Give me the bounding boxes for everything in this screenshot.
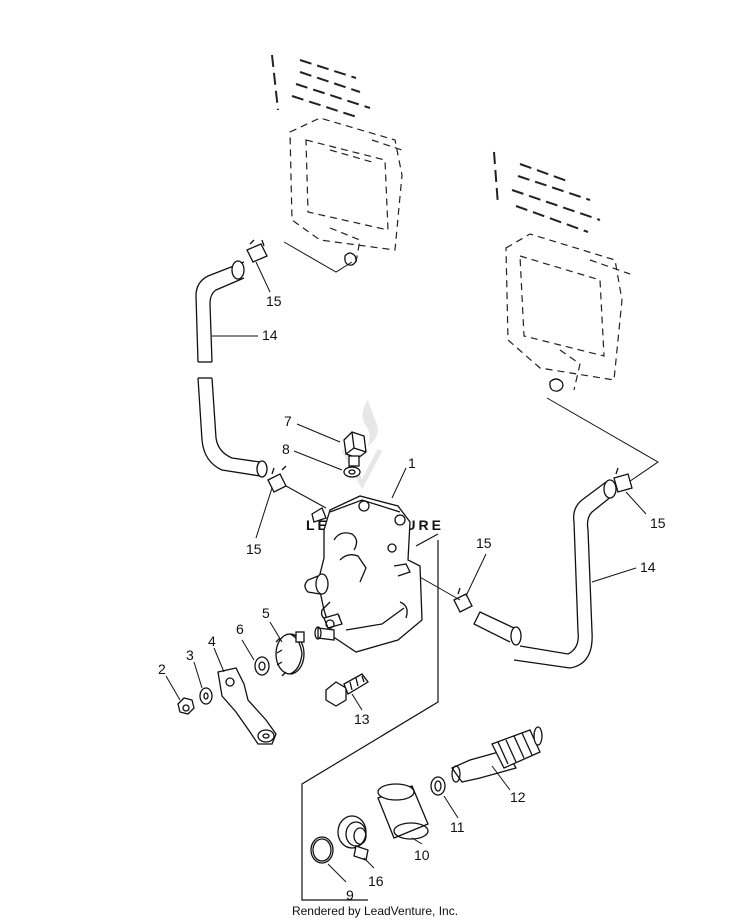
callout-12: 12 — [510, 789, 526, 805]
oil-hose-left — [195, 260, 268, 478]
engine-ghost-right — [493, 151, 631, 392]
callout-7: 7 — [284, 413, 292, 429]
callout-8: 8 — [282, 441, 290, 457]
bushing-sleeve — [377, 783, 429, 840]
callout-15-top-left: 15 — [266, 293, 282, 309]
leader-lines — [165, 261, 647, 883]
callout-14-left: 14 — [262, 327, 278, 343]
callout-11: 11 — [450, 819, 465, 835]
engine-ghost-left — [271, 54, 403, 266]
hose-clamp-right — [613, 467, 633, 493]
callout-9: 9 — [346, 887, 354, 903]
oil-hose-right — [473, 479, 617, 669]
callout-16: 16 — [368, 873, 384, 889]
o-ring-large — [310, 836, 334, 864]
callout-14-right: 14 — [640, 559, 656, 575]
shaft-washer — [254, 656, 270, 676]
callout-10: 10 — [414, 847, 430, 863]
hose-clamp-mid-left — [267, 465, 287, 493]
callout-5: 5 — [262, 605, 270, 621]
callout-6: 6 — [236, 621, 244, 637]
nut — [177, 697, 195, 715]
oil-pump-body — [304, 495, 423, 653]
banjo-bolt — [343, 431, 367, 467]
callout-4: 4 — [208, 633, 216, 649]
callout-15-mid-left: 15 — [246, 541, 262, 557]
callout-13: 13 — [354, 711, 370, 727]
drive-gear — [275, 631, 305, 677]
hose-clamp-center — [453, 587, 473, 613]
driven-gear — [337, 815, 369, 861]
mounting-bolt — [325, 673, 369, 707]
pump-control-arm — [217, 667, 277, 745]
lock-washer — [199, 687, 213, 705]
drive-shaft — [451, 726, 543, 783]
callout-3: 3 — [186, 647, 194, 663]
callout-15-right: 15 — [650, 515, 666, 531]
sealing-washer — [343, 466, 361, 478]
callout-2: 2 — [158, 661, 166, 677]
o-ring-small — [430, 776, 446, 796]
pump-shaft — [314, 626, 335, 641]
hose-clamp-top-left — [246, 239, 268, 263]
callouts: 1 2 3 4 5 6 7 8 9 10 11 12 13 14 14 15 1… — [158, 293, 666, 903]
credit-footer: Rendered by LeadVenture, Inc. — [291, 904, 459, 918]
callout-15-center: 15 — [476, 535, 492, 551]
callout-1: 1 — [408, 455, 416, 471]
